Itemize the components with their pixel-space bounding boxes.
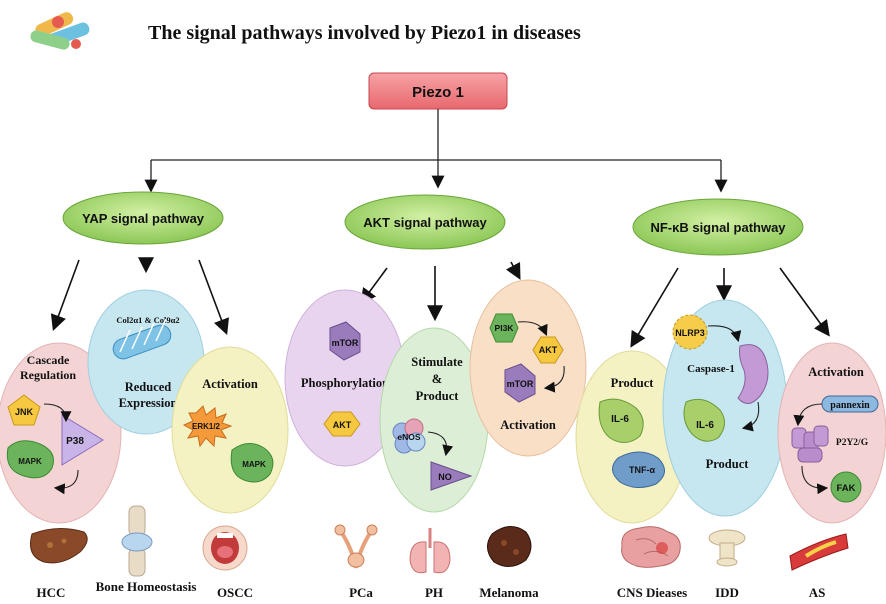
yap-activation-label: Activation xyxy=(202,377,258,391)
artery-icon xyxy=(789,533,849,571)
melanoma-icon xyxy=(487,526,532,567)
p38-triangle xyxy=(61,414,104,466)
no-label: NO xyxy=(438,472,452,482)
mapk-shape xyxy=(6,440,54,479)
nfkb-activation-group xyxy=(777,342,886,524)
nfkb-product-label: Product xyxy=(611,376,655,390)
stimulate-label-3: Product xyxy=(416,389,460,403)
il6-shape xyxy=(598,398,644,443)
pi3k-hexagon xyxy=(489,313,519,343)
tnf-shape xyxy=(612,451,665,488)
mapk2-label: MAPK xyxy=(242,460,266,469)
tree-connectors xyxy=(144,109,728,193)
nfkb-pathway-node xyxy=(632,198,804,256)
liver-icon xyxy=(30,528,88,564)
erk-label: ERK1/2 xyxy=(192,422,221,431)
branch-arrows xyxy=(50,257,830,348)
p38-label: P38 xyxy=(66,436,84,447)
disease-bone-homeostasis: Bone Homeostasis xyxy=(96,579,197,594)
mouth-icon xyxy=(202,525,248,571)
nlrp3-icon xyxy=(672,314,708,350)
p2y-label: P2Y2/G xyxy=(836,438,869,448)
il6-label: IL-6 xyxy=(611,414,629,425)
akt-label: AKT xyxy=(333,420,352,430)
p2y-receptor-icon xyxy=(791,425,829,463)
erk-burst xyxy=(182,405,233,448)
page-title: The signal pathways involved by Piezo1 i… xyxy=(148,22,581,44)
nfkb-activation-label: Activation xyxy=(808,365,864,379)
stimulate-label-2: & xyxy=(432,372,442,386)
spine-disc-icon xyxy=(708,529,746,567)
collagen-fiber-icon xyxy=(112,318,172,360)
mapk2-shape xyxy=(230,443,274,483)
akt-pathway-node xyxy=(344,194,506,250)
disease-ph: PH xyxy=(425,585,443,600)
akt2-hexagon xyxy=(532,336,564,364)
mtor2-hexagon xyxy=(504,363,536,403)
reduced-label-2: Expression xyxy=(119,396,178,410)
yap-activation-group xyxy=(171,346,289,514)
knee-joint-icon xyxy=(121,505,153,577)
yap-pathway-node xyxy=(62,191,224,245)
nfkb-pathway-label: NF-κB signal pathway xyxy=(650,220,786,235)
caspase-label: Caspase-1 xyxy=(687,363,735,375)
disease-cns: CNS Dieases xyxy=(617,585,687,600)
tnf-label: TNF-α xyxy=(629,465,655,475)
pi3k-label: PI3K xyxy=(495,323,515,333)
akt-activation-label: Activation xyxy=(500,418,556,432)
akt2-label: AKT xyxy=(539,345,558,355)
disease-as: AS xyxy=(809,585,826,600)
akt-pathway-label: AKT signal pathway xyxy=(363,215,487,230)
prostate-icon xyxy=(334,524,378,569)
mtor2-label: mTOR xyxy=(507,379,534,389)
disease-oscc: OSCC xyxy=(217,585,253,600)
nfkb-product2-label: Product xyxy=(706,457,750,471)
jnk-pentagon xyxy=(7,394,41,426)
caspase-shape xyxy=(737,344,769,404)
disease-melanoma: Melanoma xyxy=(479,585,539,600)
akt-hexagon xyxy=(323,411,361,437)
cascade-title-1: Cascade xyxy=(27,353,70,367)
disease-hcc: HCC xyxy=(37,585,66,600)
il6b-label: IL-6 xyxy=(696,420,714,431)
pannexin-label: pannexin xyxy=(830,400,870,411)
fak-circle xyxy=(830,471,862,503)
reduced-label-1: Reduced xyxy=(125,380,172,394)
il6b-shape xyxy=(683,398,725,442)
pill-cluster-icon xyxy=(30,12,90,50)
mtor-hexagon xyxy=(329,321,361,361)
cascade-title-2: Regulation xyxy=(20,368,76,382)
piezo1-label: Piezo 1 xyxy=(412,84,464,101)
mapk-label: MAPK xyxy=(18,457,42,466)
disease-idd: IDD xyxy=(715,585,739,600)
brain-icon xyxy=(621,526,681,568)
nlrp3-label: NLRP3 xyxy=(675,328,705,338)
enos-icon xyxy=(392,418,426,454)
collagen-label: Col2α1 & Col9α2 xyxy=(116,315,179,325)
phosphorylation-label: Phosphorylation xyxy=(301,376,389,390)
lungs-icon xyxy=(409,528,451,574)
disease-pca: PCa xyxy=(349,585,373,600)
mtor-label: mTOR xyxy=(332,338,359,348)
jnk-label: JNK xyxy=(15,407,34,417)
stimulate-label-1: Stimulate xyxy=(411,355,463,369)
fak-label: FAK xyxy=(837,483,856,494)
no-triangle xyxy=(430,461,473,491)
enos-label: eNOS xyxy=(397,432,420,442)
cascade-regulation-group xyxy=(0,342,122,524)
yap-pathway-label: YAP signal pathway xyxy=(82,211,205,226)
